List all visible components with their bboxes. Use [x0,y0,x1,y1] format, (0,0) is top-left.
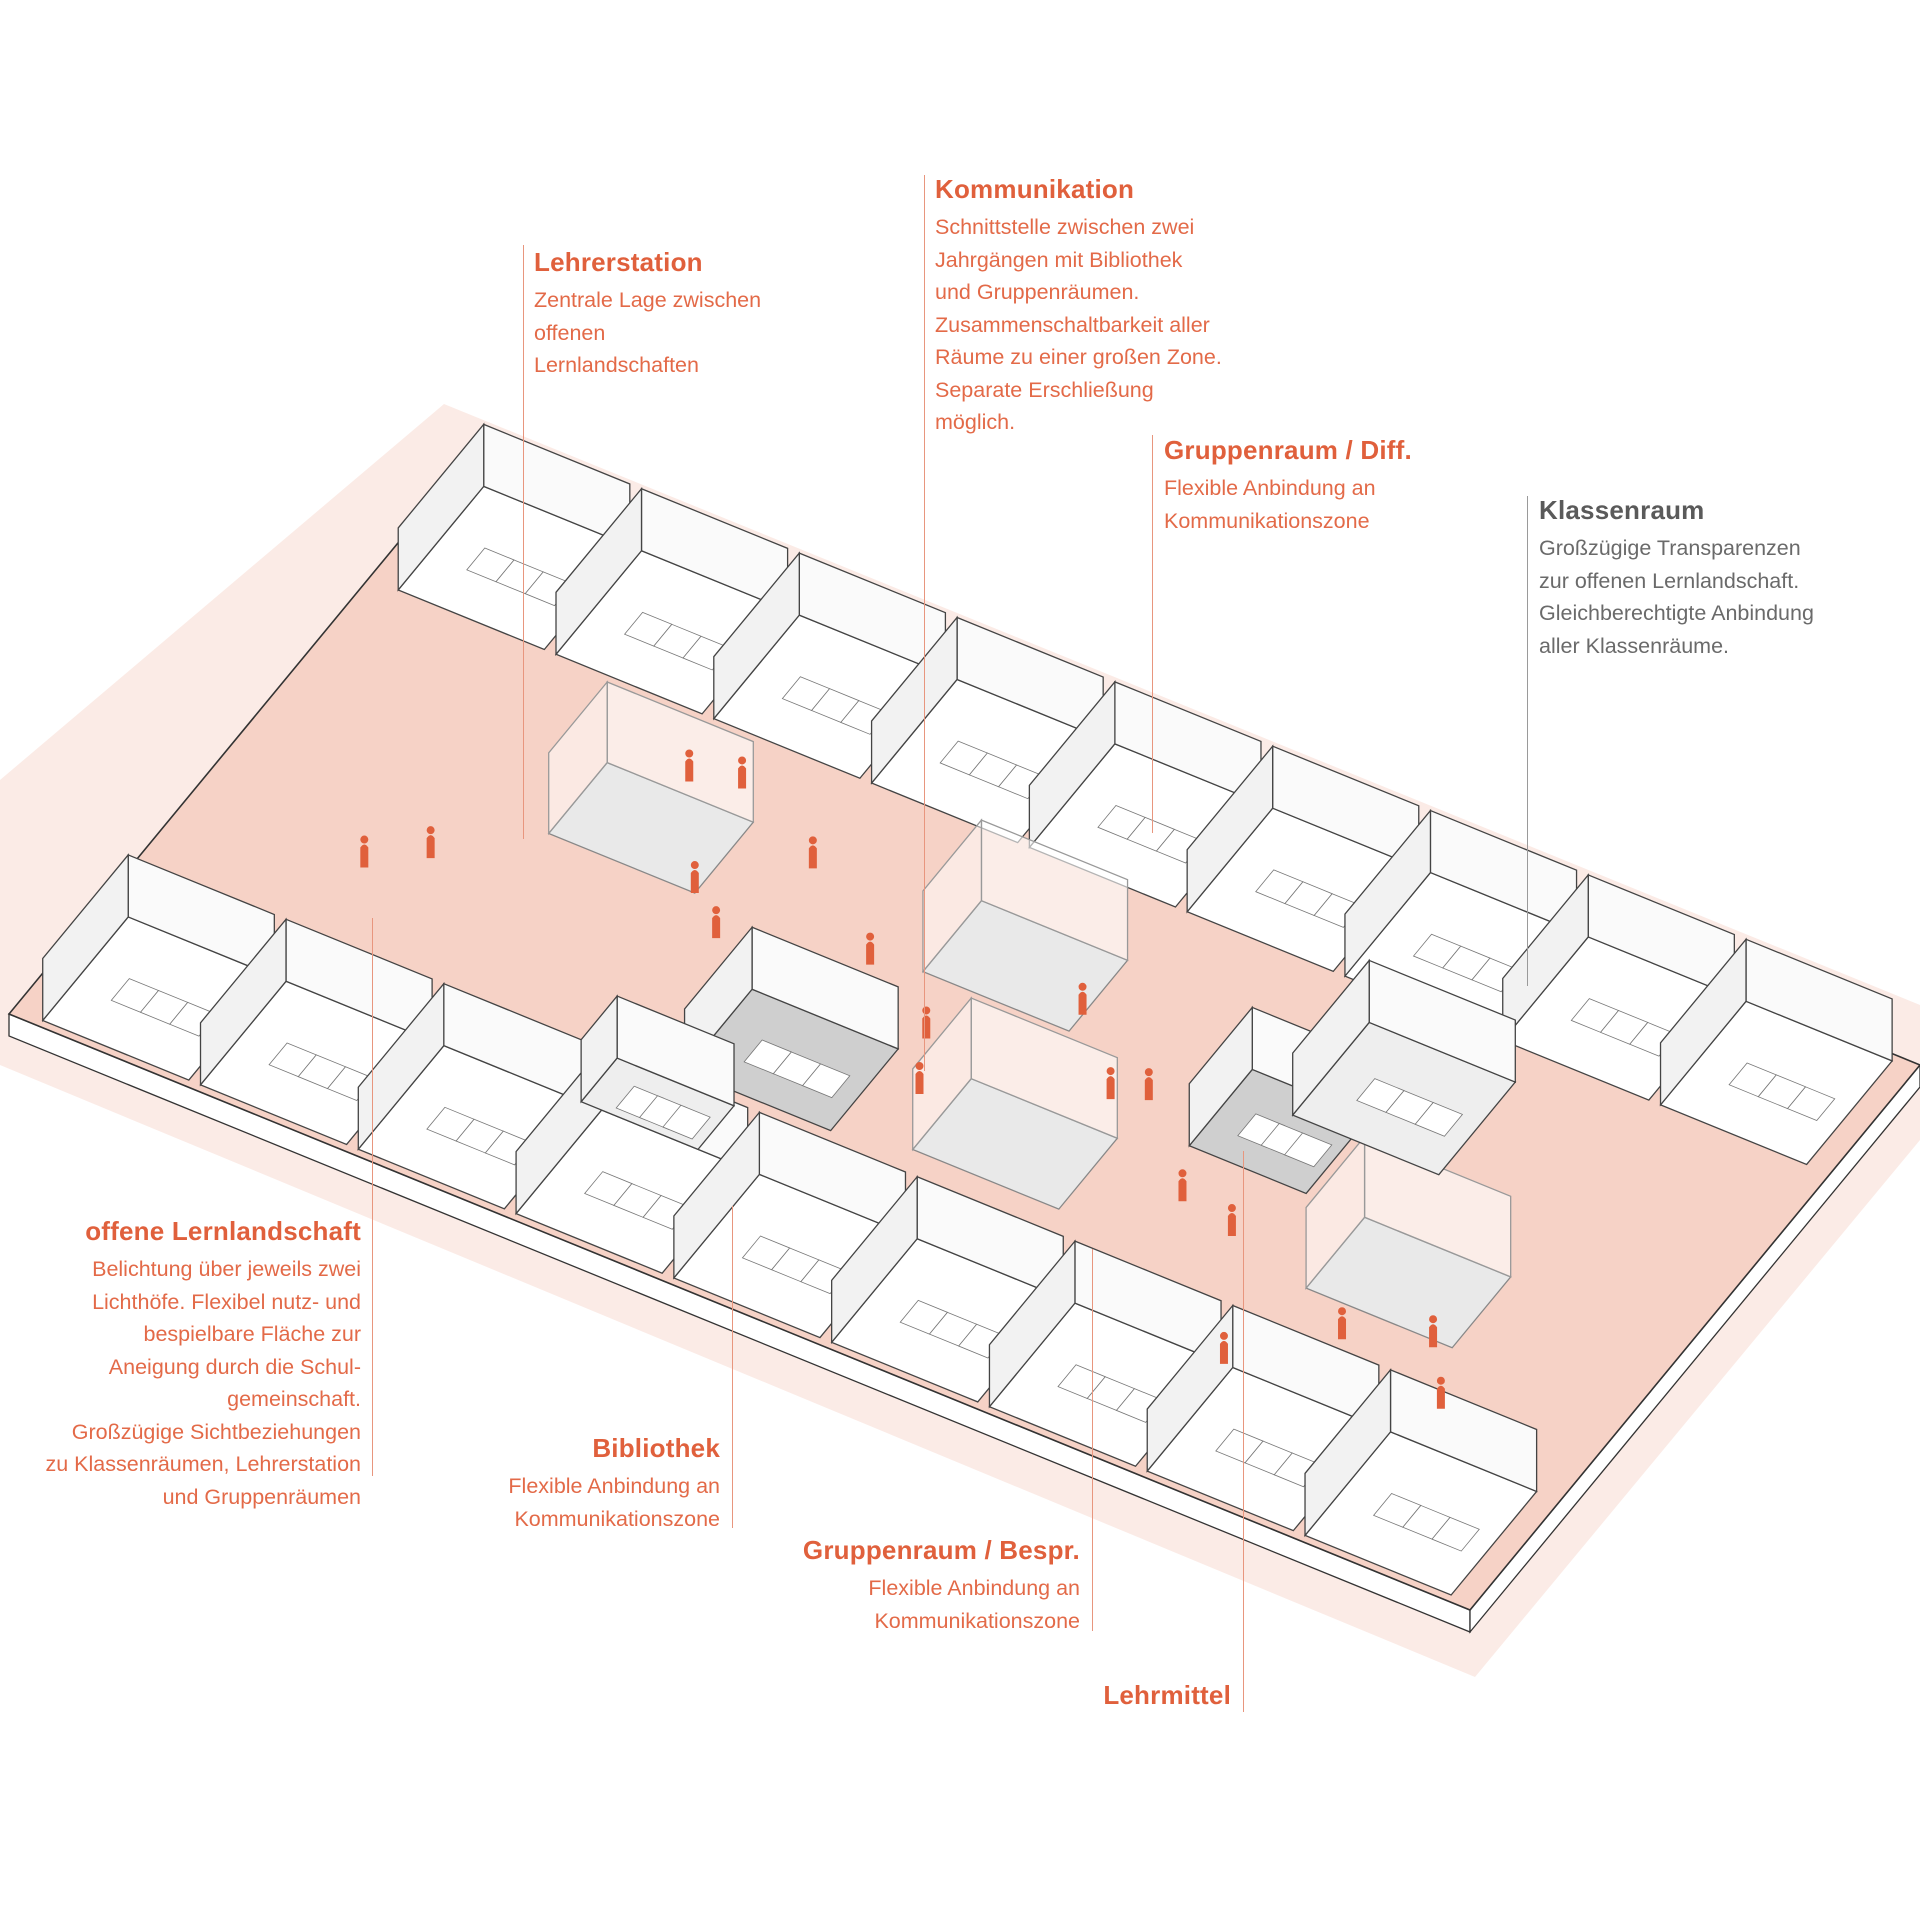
classroom-wall [673,1110,761,1280]
stair-wall [580,994,618,1104]
person-figure [426,826,435,859]
light-court-glass [912,996,972,1152]
desk [1283,1132,1333,1168]
classroom-wall [1659,937,1747,1107]
label-body: Flexible Anbindung an Kommunikationszone [868,1576,1080,1633]
leader-kommunikation [924,175,926,1071]
classroom-wall [1146,1303,1234,1473]
light-court-glass [1305,1134,1366,1290]
leader-lehrerstation [523,245,525,839]
label-title: offene Lernlandschaft [85,1216,361,1246]
label-title: Kommunikation [935,174,1135,204]
person-figure [1144,1068,1153,1101]
desk [801,1063,851,1099]
label-gruppenraum-diff: Gruppenraum / Diff. Flexible Anbindung a… [1164,435,1412,537]
label-lehrerstation: Lehrerstation Zentrale Lage zwischen off… [534,247,761,382]
person-figure [1219,1331,1228,1364]
classroom-wall [1344,808,1432,978]
person-figure [1178,1169,1187,1202]
light-court-glass [922,818,983,974]
leader-klassenraum [1527,496,1529,986]
classroom-wall [713,551,800,721]
label-body: Großzügige Transparenzen zur offenen Ler… [1539,536,1814,658]
classroom-wall [555,486,643,657]
label-bibliothek: Bibliothek Flexible Anbindung an Kommuni… [508,1433,720,1535]
person-figure [1078,982,1087,1015]
person-figure [1227,1204,1236,1237]
desk [662,1104,711,1140]
person-figure [808,836,817,869]
leader-gruppenraum-diff [1152,435,1154,833]
classroom-wall [1304,1368,1392,1538]
leader-offene-lernlandschaft [372,918,374,1476]
person-figure [866,932,875,965]
label-gruppenraum-bespr: Gruppenraum / Bespr. Flexible Anbindung … [803,1535,1080,1637]
classroom-wall [1186,744,1274,914]
person-figure [360,835,369,868]
label-klassenraum: Klassenraum Großzügige Transparenzen zur… [1539,495,1814,662]
leader-bibliothek [732,1206,734,1528]
person-figure [685,749,694,782]
leader-gruppenraum-bespr [1092,1249,1094,1631]
building [7,422,1920,1634]
label-body: Belichtung über jeweils zwei Lichthöfe. … [45,1257,361,1509]
classroom-wall [397,422,485,592]
person-figure [1436,1376,1445,1409]
classroom-wall [1502,873,1589,1043]
classroom-wall [199,917,287,1087]
classroom-wall [357,981,445,1152]
label-title: Gruppenraum / Bespr. [802,1535,1080,1565]
person-figure [690,861,699,894]
label-body: Flexible Anbindung an Kommunikationszone [508,1474,720,1531]
label-offene-lernlandschaft: offene Lernlandschaft Belichtung über je… [45,1216,361,1513]
label-body: Schnittstelle zwischen zwei Jahrgängen m… [935,215,1222,434]
classroom-wall [1028,680,1116,850]
light-court-glass [548,680,608,836]
desk [1786,1086,1836,1122]
label-title: Lehrerstation [534,247,703,277]
label-title: Gruppenraum / Diff. [1164,435,1412,465]
person-figure [712,906,721,939]
leader-lehrmittel [1243,1151,1245,1712]
person-figure [915,1062,924,1094]
classroom-wall [42,853,129,1023]
label-kommunikation: Kommunikation Schnittstelle zwischen zwe… [935,174,1222,439]
desk [1414,1102,1464,1137]
label-body: Flexible Anbindung an Kommunikationszone [1164,476,1376,533]
classroom-wall [831,1174,918,1345]
person-figure [738,756,747,789]
stair-wall [1292,958,1370,1117]
label-title: Bibliothek [592,1433,720,1463]
label-lehrmittel: Lehrmittel [1103,1680,1231,1717]
core-box-wall [1188,1005,1253,1148]
label-title: Lehrmittel [1103,1680,1231,1710]
label-title: Klassenraum [1539,495,1705,525]
desk [1431,1516,1480,1552]
classroom-wall [870,615,958,785]
label-body: Zentrale Lage zwischen offenen Lernlands… [534,288,762,377]
person-figure [1106,1067,1115,1100]
classroom-wall [988,1239,1076,1409]
person-figure [1338,1307,1347,1340]
person-figure [1429,1315,1438,1348]
